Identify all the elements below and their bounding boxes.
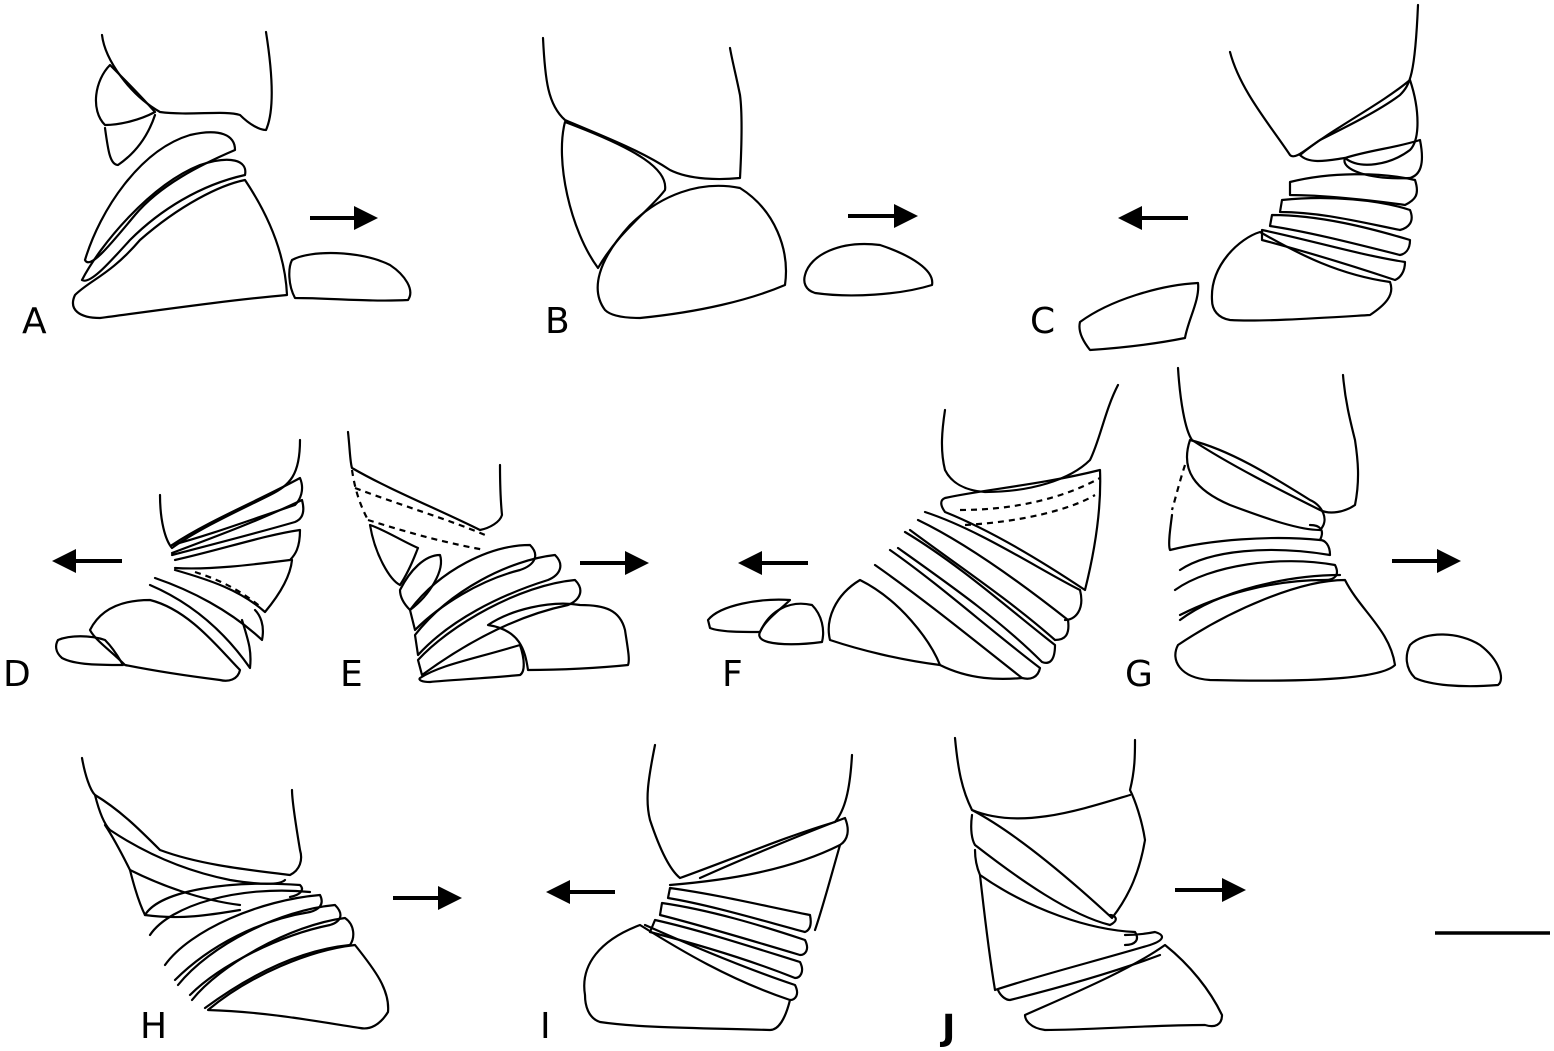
panel-g-drawing [1168, 366, 1503, 688]
panel-c-drawing [1078, 3, 1424, 352]
panel-d-drawing [55, 438, 305, 682]
panel-label: J [939, 1008, 955, 1049]
panel-h-drawing [80, 756, 390, 1030]
panel-label: A [22, 301, 47, 342]
panel-a-drawing [72, 30, 412, 320]
panel-e-drawing [346, 430, 630, 684]
panel-label: H [140, 1006, 167, 1047]
panel-label: D [3, 654, 31, 695]
panel-label: E [340, 654, 363, 695]
panel-label: B [545, 301, 570, 342]
panel-label: I [540, 1006, 551, 1047]
panel-j-drawing [953, 736, 1224, 1032]
panel-i-drawing [583, 743, 854, 1032]
panel-f-drawing [706, 383, 1120, 681]
panel-b-drawing [541, 36, 934, 320]
panel-label: F [722, 654, 743, 695]
panel-label: C [1030, 301, 1055, 342]
panel-label: G [1125, 654, 1153, 695]
